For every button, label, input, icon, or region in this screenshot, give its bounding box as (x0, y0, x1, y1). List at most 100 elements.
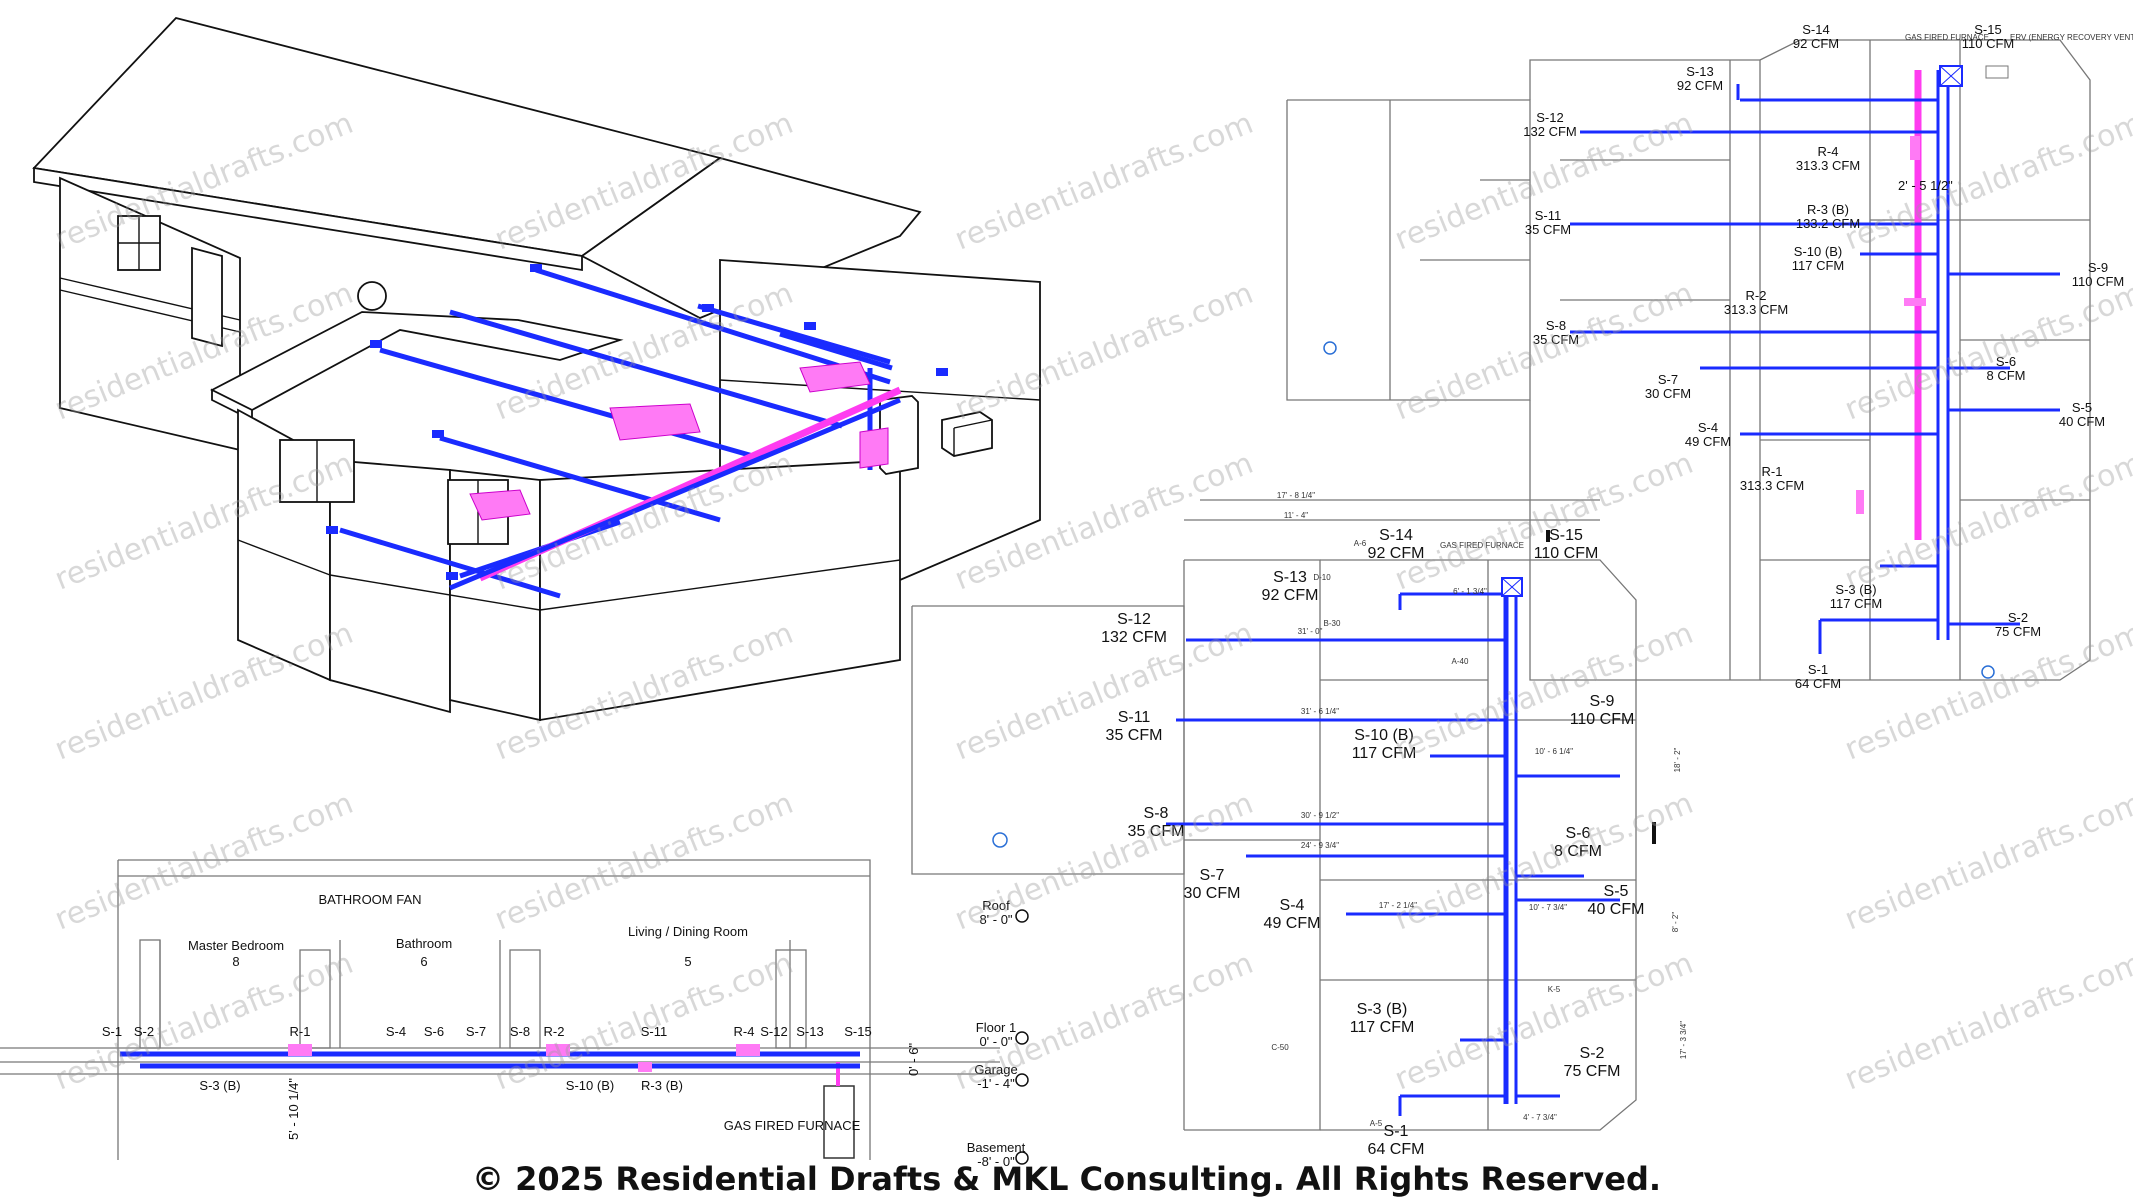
register-id-label: S-10 (B) (1794, 244, 1842, 259)
section-register-tag: S-4 (386, 1024, 406, 1039)
large-plan-ductwork (1166, 577, 1620, 1116)
level-marker-icon (1015, 1073, 1029, 1087)
section-register-tag: R-1 (290, 1024, 311, 1039)
svg-text:8: 8 (232, 954, 239, 969)
register-id-label: S-8 (1546, 318, 1566, 333)
watermark-text: residentialdrafts.com (50, 946, 358, 1098)
svg-text:Living / Dining Room: Living / Dining Room (628, 924, 748, 939)
room-tag-label: B-30 (1324, 619, 1341, 628)
register-id-label: S-7 (1658, 372, 1678, 387)
register-cfm-label: 132 CFM (1101, 629, 1167, 646)
register-cfm-label: 117 CFM (1352, 745, 1417, 762)
copyright-notice: © 2025 Residential Drafts & MKL Consulti… (471, 1160, 1662, 1198)
section-register-tag: R-2 (544, 1024, 565, 1039)
register-cfm-label: 49 CFM (1264, 915, 1321, 932)
dimension-label: 4' - 7 3/4" (1523, 1113, 1557, 1122)
dimension-label: 17' - 2 1/4" (1379, 901, 1417, 910)
register-id-label: S-15 (1974, 22, 2001, 37)
dimension-label: 31' - 0" (1298, 627, 1323, 636)
register-cfm-label: 64 CFM (1368, 1141, 1425, 1158)
register-id-label: S-13 (1273, 569, 1307, 586)
room-tag-label: A-40 (1452, 657, 1469, 666)
svg-text:Master Bedroom: Master Bedroom (188, 938, 284, 953)
section-cut-mark (1652, 822, 1656, 844)
register-id-label: R-1 (1762, 464, 1783, 479)
svg-text:GAS FIRED FURNACE: GAS FIRED FURNACE (1440, 541, 1524, 550)
register-cfm-label: 35 CFM (1525, 222, 1571, 237)
register-cfm-label: 110 CFM (2072, 274, 2125, 289)
register-id-label: S-14 (1379, 527, 1413, 544)
section-register-tag: S-15 (844, 1024, 871, 1039)
large-plan-equipment-label: GAS FIRED FURNACE (1440, 541, 1524, 550)
room-tag-label: K-5 (1548, 985, 1561, 994)
register-cfm-label: 313.3 CFM (1796, 158, 1860, 173)
svg-text:5: 5 (684, 954, 691, 969)
register-cfm-label: 92 CFM (1262, 587, 1319, 604)
furnace-unit (823, 1085, 855, 1159)
register-cfm-label: 92 CFM (1368, 545, 1425, 562)
register-cfm-label: 30 CFM (1184, 885, 1241, 902)
dimension-label: 6' - 1 3/4" (1453, 587, 1487, 596)
watermark-text: residentialdrafts.com (1390, 446, 1698, 598)
svg-text:ERV (ENERGY RECOVERY VENTILATO: ERV (ENERGY RECOVERY VENTILATOR) (2010, 33, 2133, 42)
elevation-marker-icon (1981, 665, 1995, 679)
section-register-tag: S-8 (510, 1024, 530, 1039)
level-elevation-label: 0' - 0" (979, 1034, 1012, 1049)
register-id-label: R-4 (1818, 144, 1839, 159)
register-id-label: S-15 (1549, 527, 1583, 544)
register-cfm-label: 117 CFM (1830, 596, 1883, 611)
svg-text:BATHROOM FAN: BATHROOM FAN (318, 892, 421, 907)
small-plan-equipment-labels: GAS FIRED FURNACE ERV (ENERGY RECOVERY V… (1898, 33, 2133, 193)
watermark-text: residentialdrafts.com (50, 786, 358, 938)
register-id-label: S-12 (1536, 110, 1563, 125)
register-cfm-label: 35 CFM (1106, 727, 1163, 744)
register-cfm-label: 40 CFM (2059, 414, 2105, 429)
register-id-label: S-6 (1996, 354, 2016, 369)
register-id-label: R-3 (B) (1807, 202, 1849, 217)
register-cfm-label: 313.3 CFM (1724, 302, 1788, 317)
register-id-label: S-7 (1200, 867, 1225, 884)
register-id-label: S-4 (1698, 420, 1718, 435)
small-floor-plan: GAS FIRED FURNACE ERV (ENERGY RECOVERY V… (1286, 22, 2133, 691)
large-floor-plan: GAS FIRED FURNACE 17' - 8 1/4"11' - 4"31… (911, 491, 1688, 1158)
register-cfm-label: 64 CFM (1795, 676, 1841, 691)
register-id-label: S-2 (2008, 610, 2028, 625)
dimension-label: 8' - 2" (1671, 912, 1680, 933)
room-tag-label: C-50 (1271, 1043, 1289, 1052)
level-name-label: Garage (974, 1062, 1017, 1077)
section-register-tag: R-4 (734, 1024, 755, 1039)
register-cfm-label: 8 CFM (1554, 843, 1602, 860)
level-marker-icon (1015, 909, 1029, 923)
register-id-label: S-11 (1535, 208, 1562, 223)
dimension-label: 17' - 8 1/4" (1277, 491, 1315, 500)
svg-text:5' - 10 1/4": 5' - 10 1/4" (286, 1078, 301, 1140)
dimension-label: 10' - 6 1/4" (1535, 747, 1573, 756)
dimension-label: 30' - 9 1/2" (1301, 811, 1339, 820)
large-plan-dimensions: 17' - 8 1/4"11' - 4"31' - 0"31' - 6 1/4"… (1271, 491, 1688, 1128)
register-id-label: S-10 (B) (1354, 727, 1414, 744)
level-marker-icon (1015, 1031, 1029, 1045)
watermark-text: residentialdrafts.com (490, 946, 798, 1098)
section-cut-mark (1546, 530, 1550, 542)
register-id-label: S-4 (1280, 897, 1305, 914)
dimension-label: 17' - 3 3/4" (1679, 1021, 1688, 1059)
register-id-label: S-12 (1117, 611, 1151, 628)
elevation-marker-icon (1323, 341, 1337, 355)
svg-text:Bathroom: Bathroom (396, 936, 452, 951)
section-register-tag: S-1 (102, 1024, 122, 1039)
dimension-label: 24' - 9 3/4" (1301, 841, 1339, 850)
register-id-label: S-5 (1604, 883, 1629, 900)
register-cfm-label: 75 CFM (1564, 1063, 1621, 1080)
register-cfm-label: 132 CFM (1523, 124, 1576, 139)
isometric-house-view (32, 16, 1041, 722)
level-name-label: Roof (982, 898, 1010, 913)
register-id-label: S-3 (B) (1835, 582, 1876, 597)
register-cfm-label: 35 CFM (1533, 332, 1579, 347)
level-marker-icon (1015, 1151, 1029, 1165)
register-id-label: S-1 (1384, 1123, 1409, 1140)
dimension-label: 10' - 7 3/4" (1529, 903, 1567, 912)
watermark-text: residentialdrafts.com (490, 786, 798, 938)
